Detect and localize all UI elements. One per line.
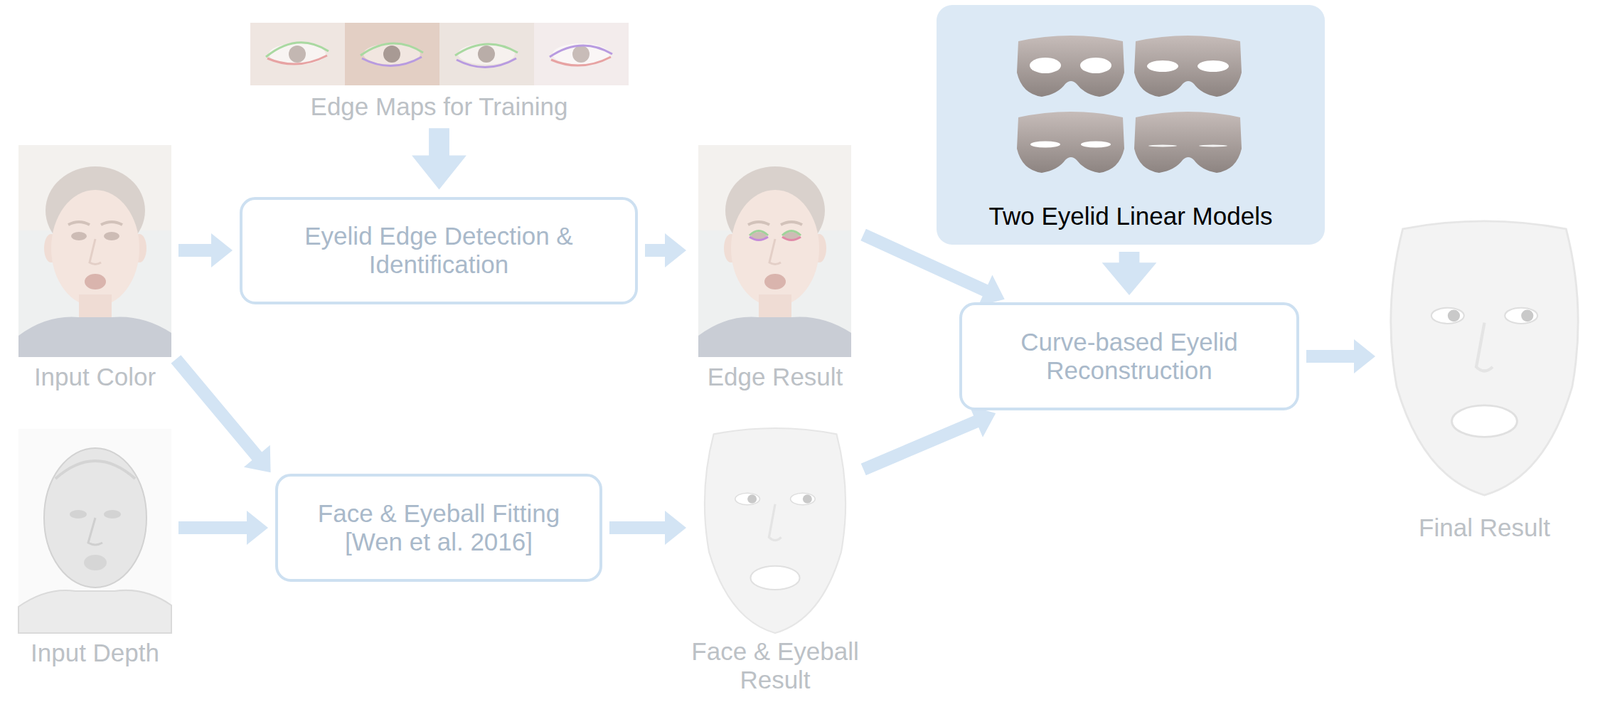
flow-arrow [1306,339,1376,374]
flow-arrow [644,233,687,268]
node-label: Eyelid Edge Detection & Identification [256,221,621,280]
flow-arrow [178,233,233,268]
eyelid-model-face [1134,111,1242,173]
node-label: Final Result [1382,513,1587,542]
edge-map-tile [439,22,535,86]
flow-arrow [171,354,271,473]
node-label: Two Eyelid Linear Models [989,201,1273,231]
node-label: Input Color [2,362,188,392]
input-color-photo [18,145,172,357]
edge-result-photo [698,145,852,357]
edge-map-tile [344,22,440,86]
edge-map-strip [250,22,629,86]
edge-map-tile [250,22,345,86]
node-label: Edge Maps for Training [250,92,628,121]
flow-arrow [1102,251,1157,296]
flow-arrow [411,128,467,190]
flow-arrow [609,510,687,545]
flow-arrow [860,228,1005,306]
process-box: Face & Eyeball Fitting [Wen et al. 2016] [275,473,603,582]
process-box: Eyelid Edge Detection & Identification [239,196,638,305]
image-panel: Edge Maps for Training [250,22,628,121]
eyelid-model-face [1016,35,1125,97]
edge-map-tile [534,22,629,86]
image-panel: Final Result [1382,219,1587,542]
node-label: Input Depth [2,638,188,668]
image-panel: Face & Eyeball Result [693,426,857,695]
process-box: Curve-based Eyelid Reconstruction [959,302,1300,411]
final-face-mesh [1390,221,1578,495]
node-label: Face & Eyeball Result [657,637,893,695]
eyelid-model-face [1016,111,1125,173]
image-panel: Input Color [18,145,172,392]
node-label: Face & Eyeball Fitting [Wen et al. 2016] [292,499,586,557]
eyelid-model-face [1134,35,1242,97]
flow-arrow [178,510,269,545]
image-panel: Edge Result [693,145,857,392]
flow-arrow [861,406,997,476]
eyelid-edge-marks [749,231,801,241]
face-eyeball-mesh [704,428,846,633]
node-label: Curve-based Eyelid Reconstruction [976,327,1283,386]
highlight-box: Two Eyelid Linear Models [936,4,1325,245]
image-panel: Input Depth [18,428,172,668]
node-label: Edge Result [682,362,868,392]
input-depth-scan [18,428,172,633]
